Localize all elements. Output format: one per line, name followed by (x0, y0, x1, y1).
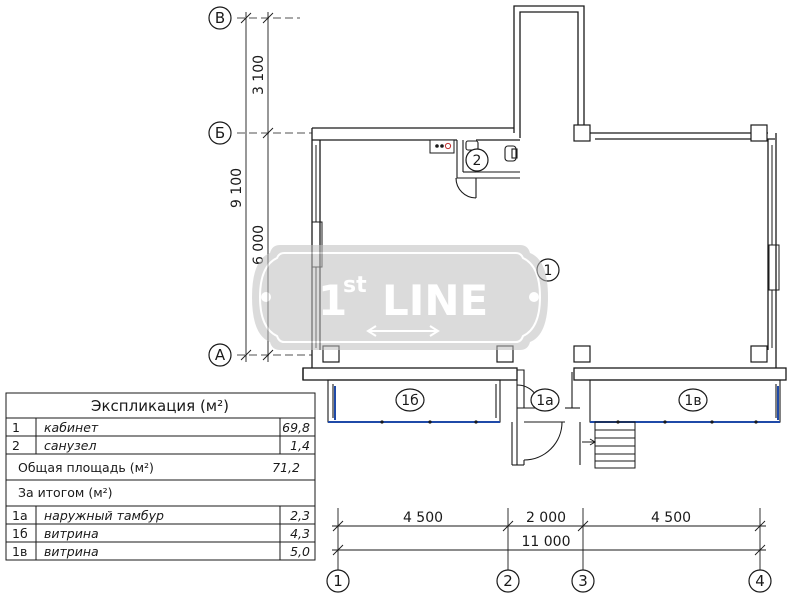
dim-4500-right: 4 500 (651, 510, 691, 526)
row-num: 2 (12, 438, 20, 453)
row-area: 69,8 (282, 420, 310, 435)
explication-title: Экспликация (м²) (91, 397, 229, 415)
svg-text:2: 2 (473, 153, 482, 169)
dim-3100: 3 100 (251, 55, 267, 95)
row-area: 4,3 (290, 526, 310, 541)
svg-text:2: 2 (503, 572, 513, 590)
explication-table: Экспликация (м²) 1 кабинет 69,8 2 санузе… (5, 392, 316, 561)
axis-bubble-v: В (208, 6, 232, 30)
axis-bubble-4: 4 (748, 569, 772, 593)
total-value: 71,2 (272, 460, 300, 475)
svg-text:st: st (343, 273, 367, 298)
row-num: 1б (12, 526, 28, 541)
dim-9100: 9 100 (229, 168, 245, 208)
kitchen-unit (429, 139, 455, 154)
svg-text:3: 3 (578, 572, 588, 590)
row-num: 1в (12, 544, 27, 559)
dim-6000: 6 000 (251, 225, 267, 265)
row-name: витрина (44, 526, 99, 541)
svg-text:1в: 1в (684, 393, 701, 409)
dim-11000: 11 000 (522, 534, 571, 550)
svg-text:LINE: LINE (382, 276, 488, 325)
row-area: 1,4 (290, 438, 310, 453)
axis-bubble-a: А (208, 343, 232, 367)
row-num: 1 (12, 420, 20, 435)
axis-bubble-1: 1 (326, 569, 350, 593)
bathroom (455, 140, 520, 199)
dim-4500-left: 4 500 (403, 510, 443, 526)
total-label: Общая площадь (м²) (18, 460, 154, 475)
vestibule-1a (511, 369, 581, 466)
room-label-1v: 1в (678, 388, 708, 412)
row-num: 1а (12, 508, 28, 523)
row-area: 2,3 (290, 508, 310, 523)
svg-text:А: А (215, 346, 226, 364)
row-name: витрина (44, 544, 99, 559)
room-label-1b: 1б (395, 388, 425, 412)
row-area: 5,0 (290, 544, 310, 559)
showcase-ticks (380, 420, 758, 424)
svg-text:1а: 1а (536, 393, 554, 409)
svg-text:1: 1 (333, 572, 343, 590)
axis-bubble-3: 3 (571, 569, 595, 593)
bottom-dimension-lines (332, 508, 766, 570)
entrance-stairs (582, 421, 636, 469)
room-label-1a: 1а (530, 388, 560, 412)
room-label-2: 2 (465, 148, 489, 172)
dim-2000: 2 000 (526, 510, 566, 526)
watermark-logo: 1 st LINE (252, 245, 548, 350)
svg-text:1: 1 (544, 263, 553, 279)
svg-text:1: 1 (318, 276, 347, 325)
extra-label: За итогом (м²) (18, 485, 113, 500)
axis-bubble-b: Б (208, 121, 232, 145)
row-name: санузел (44, 438, 96, 453)
row-name: наружный тамбур (44, 508, 164, 523)
row-name: кабинет (44, 420, 99, 435)
svg-text:4: 4 (755, 572, 765, 590)
svg-text:1б: 1б (401, 393, 419, 409)
svg-text:Б: Б (215, 124, 225, 142)
axis-bubble-2: 2 (496, 569, 520, 593)
svg-text:В: В (215, 9, 225, 27)
